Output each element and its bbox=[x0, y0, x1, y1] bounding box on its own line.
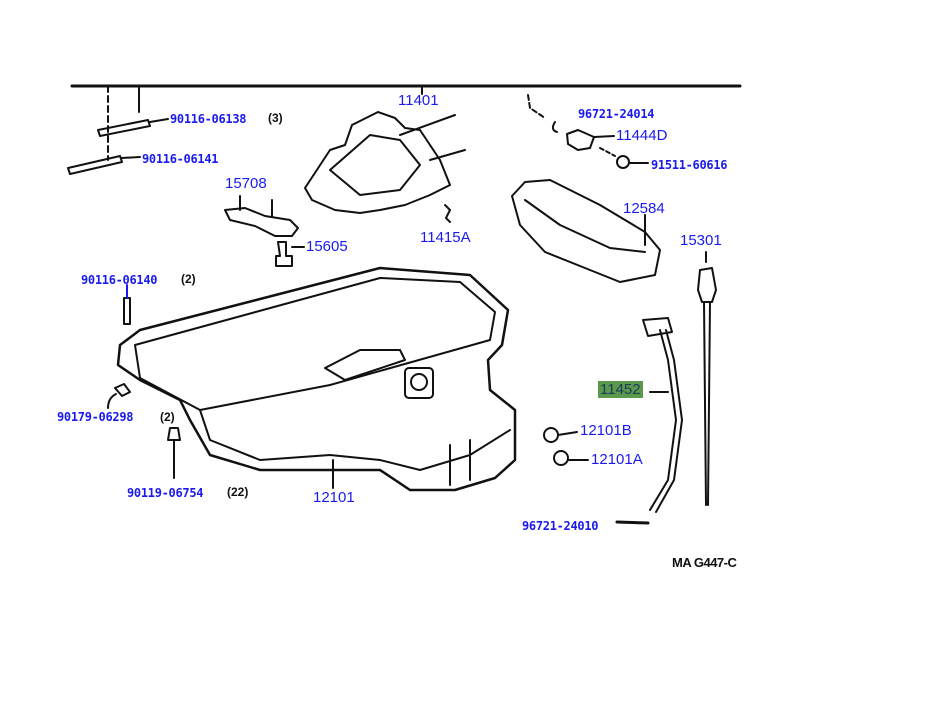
studs bbox=[67, 118, 169, 325]
quantity-90116-06138: (3) bbox=[268, 111, 283, 125]
bolts-and-plugs bbox=[107, 383, 650, 525]
oil-strainer-12584 bbox=[511, 179, 661, 283]
part-label-90116-06140[interactable]: 90116-06140 bbox=[81, 273, 158, 287]
part-label-12101A[interactable]: 12101A bbox=[591, 451, 643, 468]
part-label-90119-06754[interactable]: 90119-06754 bbox=[127, 486, 204, 500]
part-label-11452-highlighted[interactable]: 11452 bbox=[598, 381, 643, 398]
oil-pump-housing bbox=[304, 111, 466, 223]
diagram-code: MA G447-C bbox=[672, 555, 737, 570]
part-label-15605[interactable]: 15605 bbox=[306, 238, 348, 255]
part-label-12584[interactable]: 12584 bbox=[623, 200, 665, 217]
part-label-96721-24010[interactable]: 96721-24010 bbox=[522, 519, 599, 533]
quantity-90116-06140: (2) bbox=[181, 272, 196, 286]
dipstick-15301 bbox=[697, 251, 717, 506]
dipstick-guide-11452 bbox=[642, 317, 683, 513]
bracket-15708 bbox=[224, 195, 305, 267]
part-label-12101B[interactable]: 12101B bbox=[580, 422, 632, 439]
part-label-90179-06298[interactable]: 90179-06298 bbox=[57, 410, 134, 424]
part-label-11401[interactable]: 11401 bbox=[398, 92, 439, 109]
engine-block-reference-line bbox=[70, 84, 742, 161]
quantity-90179-06298: (2) bbox=[160, 410, 175, 424]
part-label-12101[interactable]: 12101 bbox=[313, 489, 355, 506]
part-label-11415A[interactable]: 11415A bbox=[420, 229, 471, 246]
oil-pan-12101 bbox=[116, 266, 517, 492]
part-label-91511-60616[interactable]: 91511-60616 bbox=[651, 158, 728, 172]
part-label-96721-24014[interactable]: 96721-24014 bbox=[578, 107, 655, 121]
sensor-11444D bbox=[551, 121, 649, 169]
part-label-11444D[interactable]: 11444D bbox=[616, 127, 668, 144]
part-label-15708[interactable]: 15708 bbox=[225, 175, 267, 192]
quantity-90119-06754: (22) bbox=[227, 485, 249, 499]
part-label-90116-06138[interactable]: 90116-06138 bbox=[170, 112, 247, 126]
part-label-90116-06141[interactable]: 90116-06141 bbox=[142, 152, 219, 166]
part-label-15301[interactable]: 15301 bbox=[680, 232, 722, 249]
